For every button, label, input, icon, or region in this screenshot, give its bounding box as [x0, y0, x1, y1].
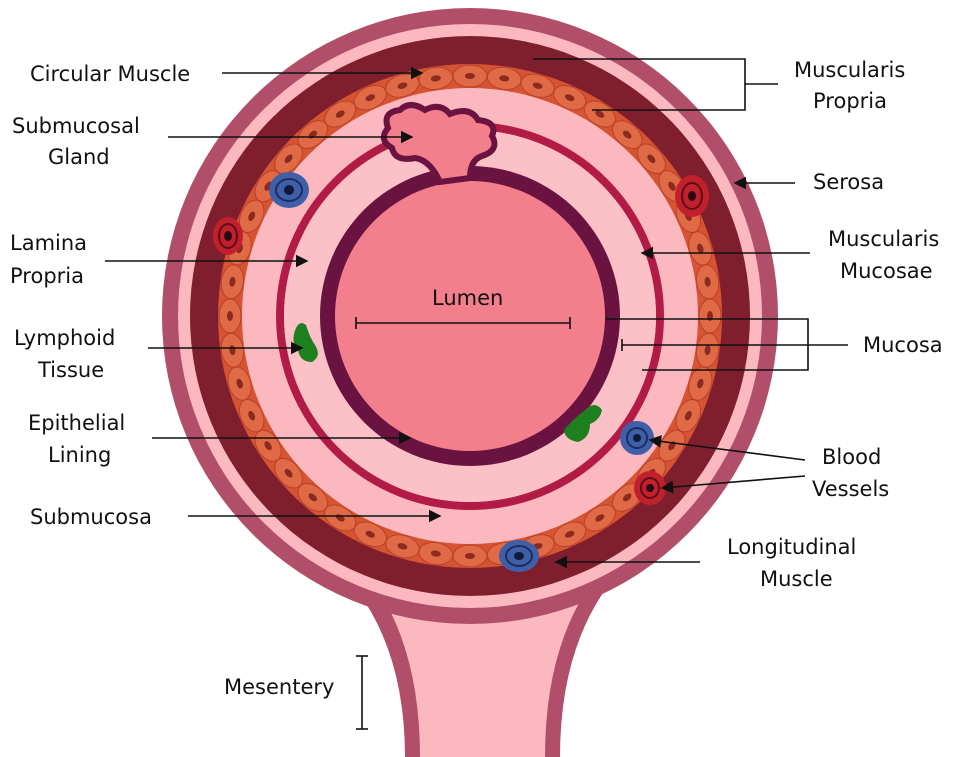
blood-vessel-red-1 — [213, 217, 243, 255]
label-blood-vessels-1: Blood — [822, 445, 881, 469]
label-muscularis-mucosae-2: Mucosae — [840, 259, 933, 283]
label-mucosa: Mucosa — [863, 333, 943, 357]
label-lymphoid-tissue-1: Lymphoid — [14, 326, 115, 350]
label-lumen: Lumen — [432, 286, 503, 310]
label-muscularis-propria-1: Muscularis — [794, 58, 905, 82]
mesentery-marker — [356, 656, 368, 729]
muscle-cell-nucleus — [465, 73, 475, 79]
label-lamina-propria-2: Propria — [10, 264, 84, 288]
label-muscularis-mucosae-1: Muscularis — [828, 227, 939, 251]
muscle-cell-nucleus — [227, 311, 233, 321]
blood-vessel-red-2 — [675, 175, 709, 217]
label-submucosa: Submucosa — [30, 505, 152, 529]
label-lymphoid-tissue-2: Tissue — [37, 358, 104, 382]
blood-vessel-blue-1 — [269, 172, 309, 208]
label-blood-vessels-2: Vessels — [812, 477, 889, 501]
label-muscularis-propria-2: Propria — [813, 89, 887, 113]
lumen-region — [335, 181, 605, 451]
label-longitudinal-muscle-2: Muscle — [760, 567, 833, 591]
muscle-cell-nucleus — [465, 553, 475, 559]
label-longitudinal-muscle-1: Longitudinal — [727, 535, 856, 559]
label-mesentery: Mesentery — [224, 675, 334, 699]
label-epithelial-lining-2: Lining — [48, 443, 111, 467]
label-serosa: Serosa — [813, 170, 884, 194]
blood-vessel-blue-2 — [620, 421, 654, 455]
label-epithelial-lining-1: Epithelial — [28, 411, 125, 435]
label-lamina-propria-1: Lamina — [10, 231, 87, 255]
blood-vessel-red-3 — [634, 471, 666, 505]
blood-vessel-blue-3 — [499, 540, 539, 572]
label-submucosal-gland-1: Submucosal — [12, 114, 140, 138]
label-submucosal-gland-2: Gland — [48, 145, 110, 169]
label-circular-muscle: Circular Muscle — [30, 62, 190, 86]
